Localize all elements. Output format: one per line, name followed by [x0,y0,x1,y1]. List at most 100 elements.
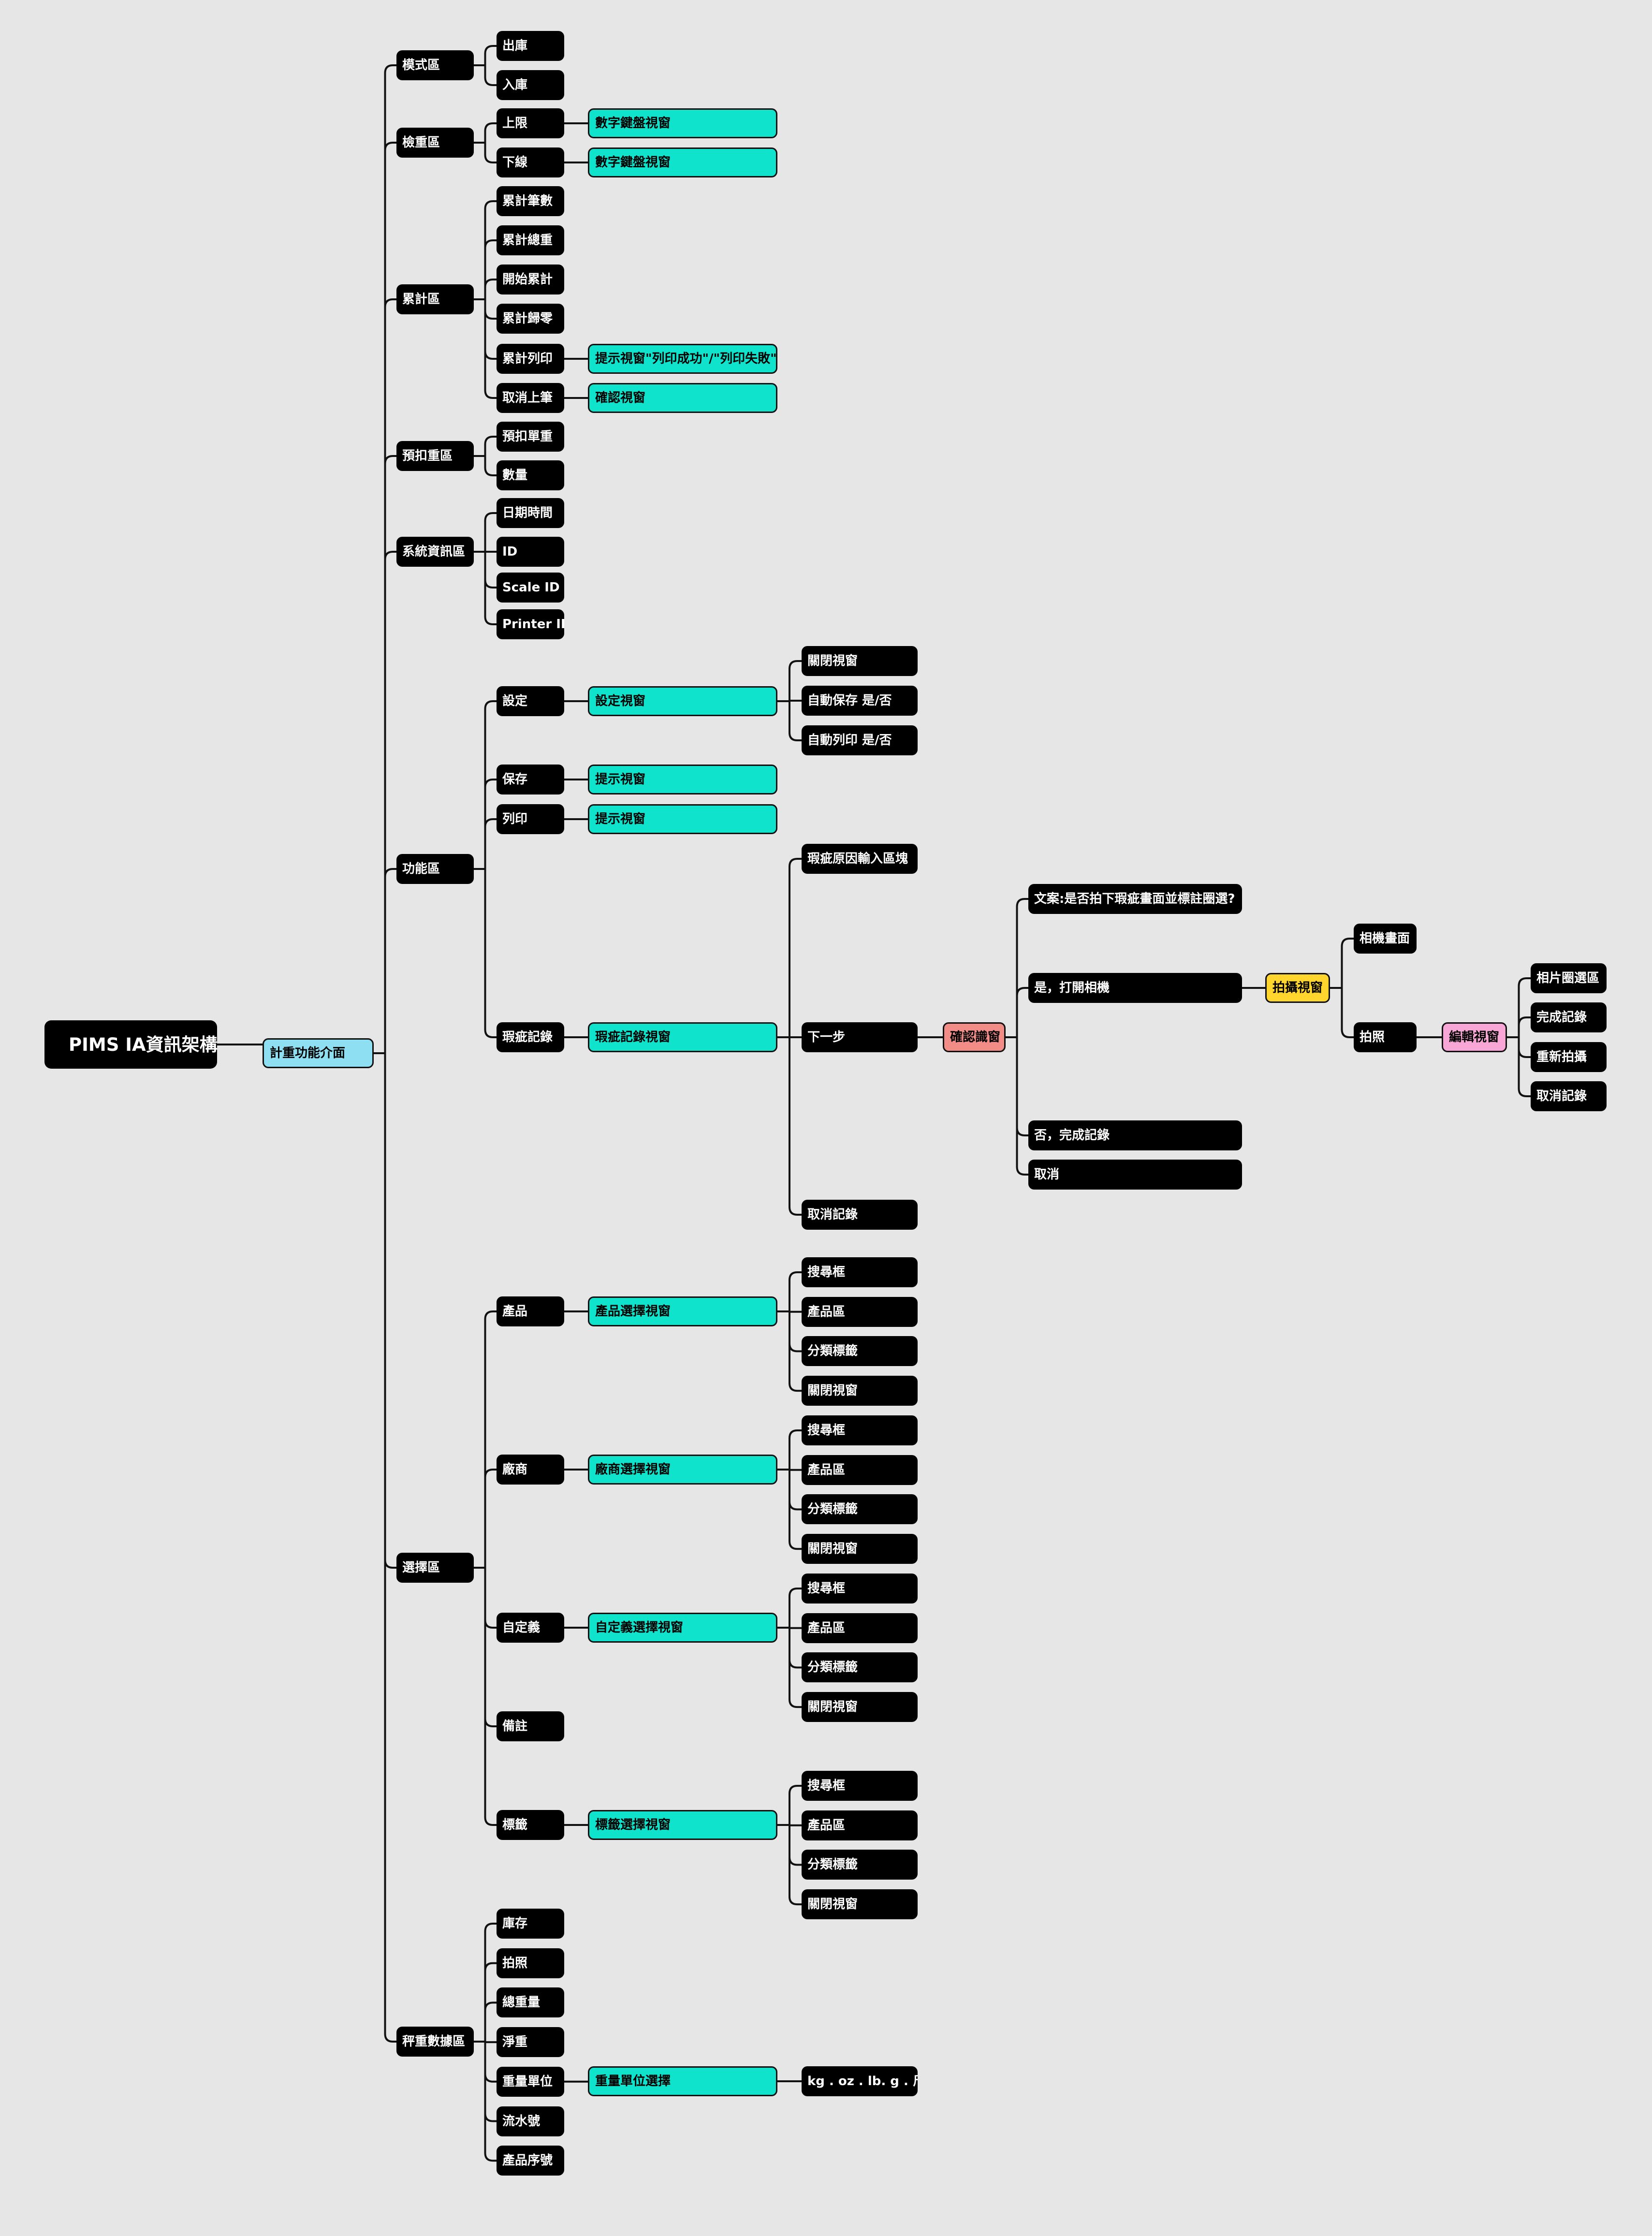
connector [484,1469,497,1478]
node-weigh-product-no: 產品序號 [497,2146,564,2176]
connector [1518,1048,1532,1058]
node-func-settings: 設定 [497,686,564,716]
connector [484,467,497,476]
connector [484,818,497,828]
node-search: 搜尋框 [802,1771,918,1801]
node-select-custom: 自定義 [497,1613,564,1643]
node-category-tag: 分類標籤 [802,1850,918,1880]
connector [484,1923,497,1932]
connector [1341,938,1355,947]
node-mode-in: 入庫 [497,70,564,100]
connector [484,2112,497,2122]
root-node: PIMS IA資訊架構 [44,1020,217,1069]
node-product-area: 產品區 [802,1296,918,1327]
node-hint-window: 提示視窗 [588,765,777,794]
node-weigh-gross: 總重量 [497,1987,564,2018]
connector [789,1500,803,1511]
node-autosave: 自動保存 是/否 [802,686,918,716]
connector [384,455,397,465]
node-unit-select-window: 重量單位選擇 [588,2066,777,2096]
node-settings-window: 設定視窗 [588,686,777,716]
connector [789,1342,803,1353]
node-func-save: 保存 [497,765,564,794]
node-shoot-window: 拍攝視窗 [1265,973,1330,1003]
connector [384,1559,397,1569]
connector [1518,1016,1532,1026]
section-accum: 累計區 [396,284,474,314]
node-circle-area: 相片圈選區 [1531,963,1607,993]
connector [789,1785,803,1795]
connector [789,858,803,868]
section-select: 選擇區 [396,1553,474,1583]
section-func: 功能區 [396,854,474,884]
node-accum-count: 累計筆數 [497,186,564,216]
connector [484,279,497,288]
node-product-area: 產品區 [802,1455,918,1485]
node-custom-select-window: 自定義選擇視窗 [588,1613,777,1643]
node-weigh-stock: 庫存 [497,1909,564,1939]
node-sys-printer-id: Printer ID [497,609,564,639]
node-search: 搜尋框 [802,1257,918,1287]
node-sys-id: ID [497,537,564,567]
connector [484,1310,497,1320]
connector [789,732,803,741]
node-no-done: 否，完成記錄 [1028,1120,1242,1150]
connector [789,1382,803,1392]
node-accum-print: 累計列印 [497,344,564,374]
node-func-print: 列印 [497,804,564,834]
connector [384,551,397,560]
node-search: 搜尋框 [802,1574,918,1603]
node-check-lower: 下線 [497,147,564,177]
connector [384,64,397,74]
section-weighdata: 秤重數據區 [396,2027,474,2057]
node-keypad-window: 數字鍵盤視窗 [588,147,777,177]
connector [384,298,397,308]
node-func-defect: 瑕疵記錄 [497,1022,564,1052]
node-product-area: 產品區 [802,1810,918,1840]
connector [484,122,497,132]
connector [1016,1166,1029,1176]
node-category-tag: 分類標籤 [802,1652,918,1683]
node-camera-view: 相機畫面 [1354,924,1417,954]
node-cancel-record: 取消記錄 [802,1200,918,1230]
node-check-upper: 上限 [497,108,564,138]
connector [789,660,803,670]
node-tag-select-window: 標籤選擇視窗 [588,1810,777,1840]
node-yes-camera: 是，打開相機 [1028,973,1242,1003]
connector [789,1896,803,1906]
node-next-step: 下一步 [802,1022,918,1052]
node-product-select-window: 產品選擇視窗 [588,1296,777,1326]
node-unit-options: kg . oz . lb. g . 斤兩 [802,2066,918,2096]
connector [484,45,497,55]
node-vendor-select-window: 廠商選擇視窗 [588,1455,777,1485]
connector [1341,1029,1355,1038]
connector [789,1588,803,1597]
node-weigh-net: 淨重 [497,2027,564,2058]
connector [384,142,397,151]
connector [789,1659,803,1669]
node-close-window: 關閉視窗 [802,1534,918,1564]
connector [789,1698,803,1708]
node-defect-reason: 瑕疵原因輸入區塊 [802,844,918,874]
node-accum-reset: 累計歸零 [497,304,564,334]
node-weigh-unit: 重量單位 [497,2066,564,2097]
connector [484,616,497,625]
node-product-area: 產品區 [802,1613,918,1643]
connector [1016,1127,1029,1136]
node-reshoot: 重新拍攝 [1531,1042,1607,1072]
section-tare: 預扣重區 [396,441,474,471]
connector [484,1029,497,1038]
connector [484,579,497,588]
connector [384,2033,397,2043]
node-select-note: 備註 [497,1711,564,1741]
connector [484,154,497,163]
node-defect-window: 瑕疵記錄視窗 [588,1022,777,1052]
connector [484,389,497,399]
connector [1016,987,1029,997]
connector [789,1206,803,1216]
node-cancel: 取消 [1028,1160,1242,1190]
node-mode-out: 出庫 [497,31,564,61]
node-close-window: 關閉視窗 [802,1889,918,1920]
